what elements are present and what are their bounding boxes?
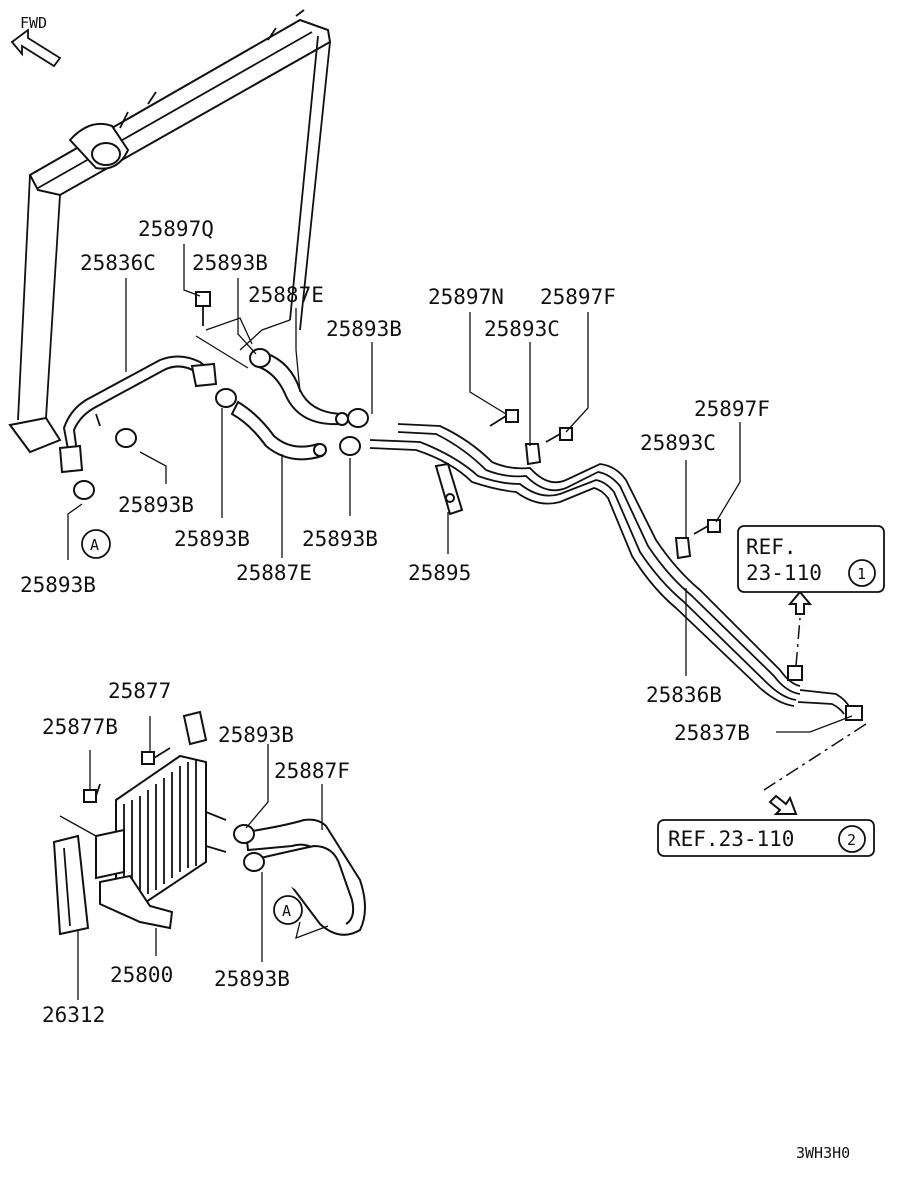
callout-a-top: A <box>81 529 111 559</box>
label-25887f: 25887F <box>274 759 350 783</box>
label-25897f-right: 25897F <box>694 397 770 421</box>
label-25893c-right: 25893C <box>640 431 716 455</box>
clamps <box>73 348 369 500</box>
diagram-code: 3WH3H0 <box>796 1144 850 1162</box>
bracket <box>195 317 291 369</box>
pipe-25836b <box>369 423 863 721</box>
label-25893b-cooler-top: 25893B <box>218 723 294 747</box>
up-arrow-icon <box>787 590 813 615</box>
svg-text:A: A <box>282 902 291 920</box>
ref1-circle: 1 <box>857 565 866 583</box>
cover-26312 <box>52 834 90 1000</box>
label-25836b: 25836B <box>646 683 722 707</box>
fwd-arrow-icon <box>10 28 62 68</box>
label-25893b-cooler-bottom: 25893B <box>214 967 290 991</box>
label-25897f-top: 25897F <box>540 285 616 309</box>
label-25893c-top: 25893C <box>484 317 560 341</box>
leaders-upper <box>67 244 853 733</box>
label-25877: 25877 <box>108 679 171 703</box>
ref-dash-lines <box>763 617 867 791</box>
callout-a-bottom: A <box>273 895 303 925</box>
label-25893b-top: 25893B <box>192 251 268 275</box>
label-25893b-lower-b: 25893B <box>302 527 378 551</box>
label-25887e-bottom: 25887E <box>236 561 312 585</box>
ref1-line2: 23-110 <box>746 561 822 585</box>
svg-text:A: A <box>90 536 99 554</box>
label-25893b-mid: 25893B <box>326 317 402 341</box>
label-25893b-lower-a: 25893B <box>174 527 250 551</box>
hose-25887f <box>155 744 366 962</box>
label-25887e-top: 25887E <box>248 283 324 307</box>
bolts-upper-right <box>489 409 721 560</box>
label-25836c: 25836C <box>80 251 156 275</box>
label-25895: 25895 <box>408 561 471 585</box>
down-right-arrow-icon <box>768 794 798 815</box>
oil-cooler-25800 <box>59 710 227 930</box>
label-25837b: 25837B <box>674 721 750 745</box>
label-25877b: 25877B <box>42 715 118 739</box>
label-25897n: 25897N <box>428 285 504 309</box>
label-25800: 25800 <box>110 963 173 987</box>
hose-25887e-bottom <box>230 400 327 461</box>
bracket-25895 <box>434 462 464 516</box>
bolts-cooler <box>83 716 171 803</box>
label-25893b-far-left: 25893B <box>20 573 96 597</box>
label-25893b-left-clamp: 25893B <box>118 493 194 517</box>
ref1-line1: REF. <box>746 535 797 559</box>
label-25897q: 25897Q <box>138 217 214 241</box>
radiator <box>8 9 332 454</box>
ref-box-2: REF.23-110 2 <box>657 819 875 857</box>
pipe-25836c <box>58 355 218 474</box>
hose-25887e-top <box>254 350 349 426</box>
ref2-circle: 2 <box>847 831 856 849</box>
label-26312: 26312 <box>42 1003 105 1027</box>
fwd-label: FWD <box>20 14 47 32</box>
ref-box-1: REF. 23-110 1 <box>737 525 885 593</box>
bolt-25897q <box>195 291 211 326</box>
ref2-text: REF.23-110 <box>668 827 794 851</box>
